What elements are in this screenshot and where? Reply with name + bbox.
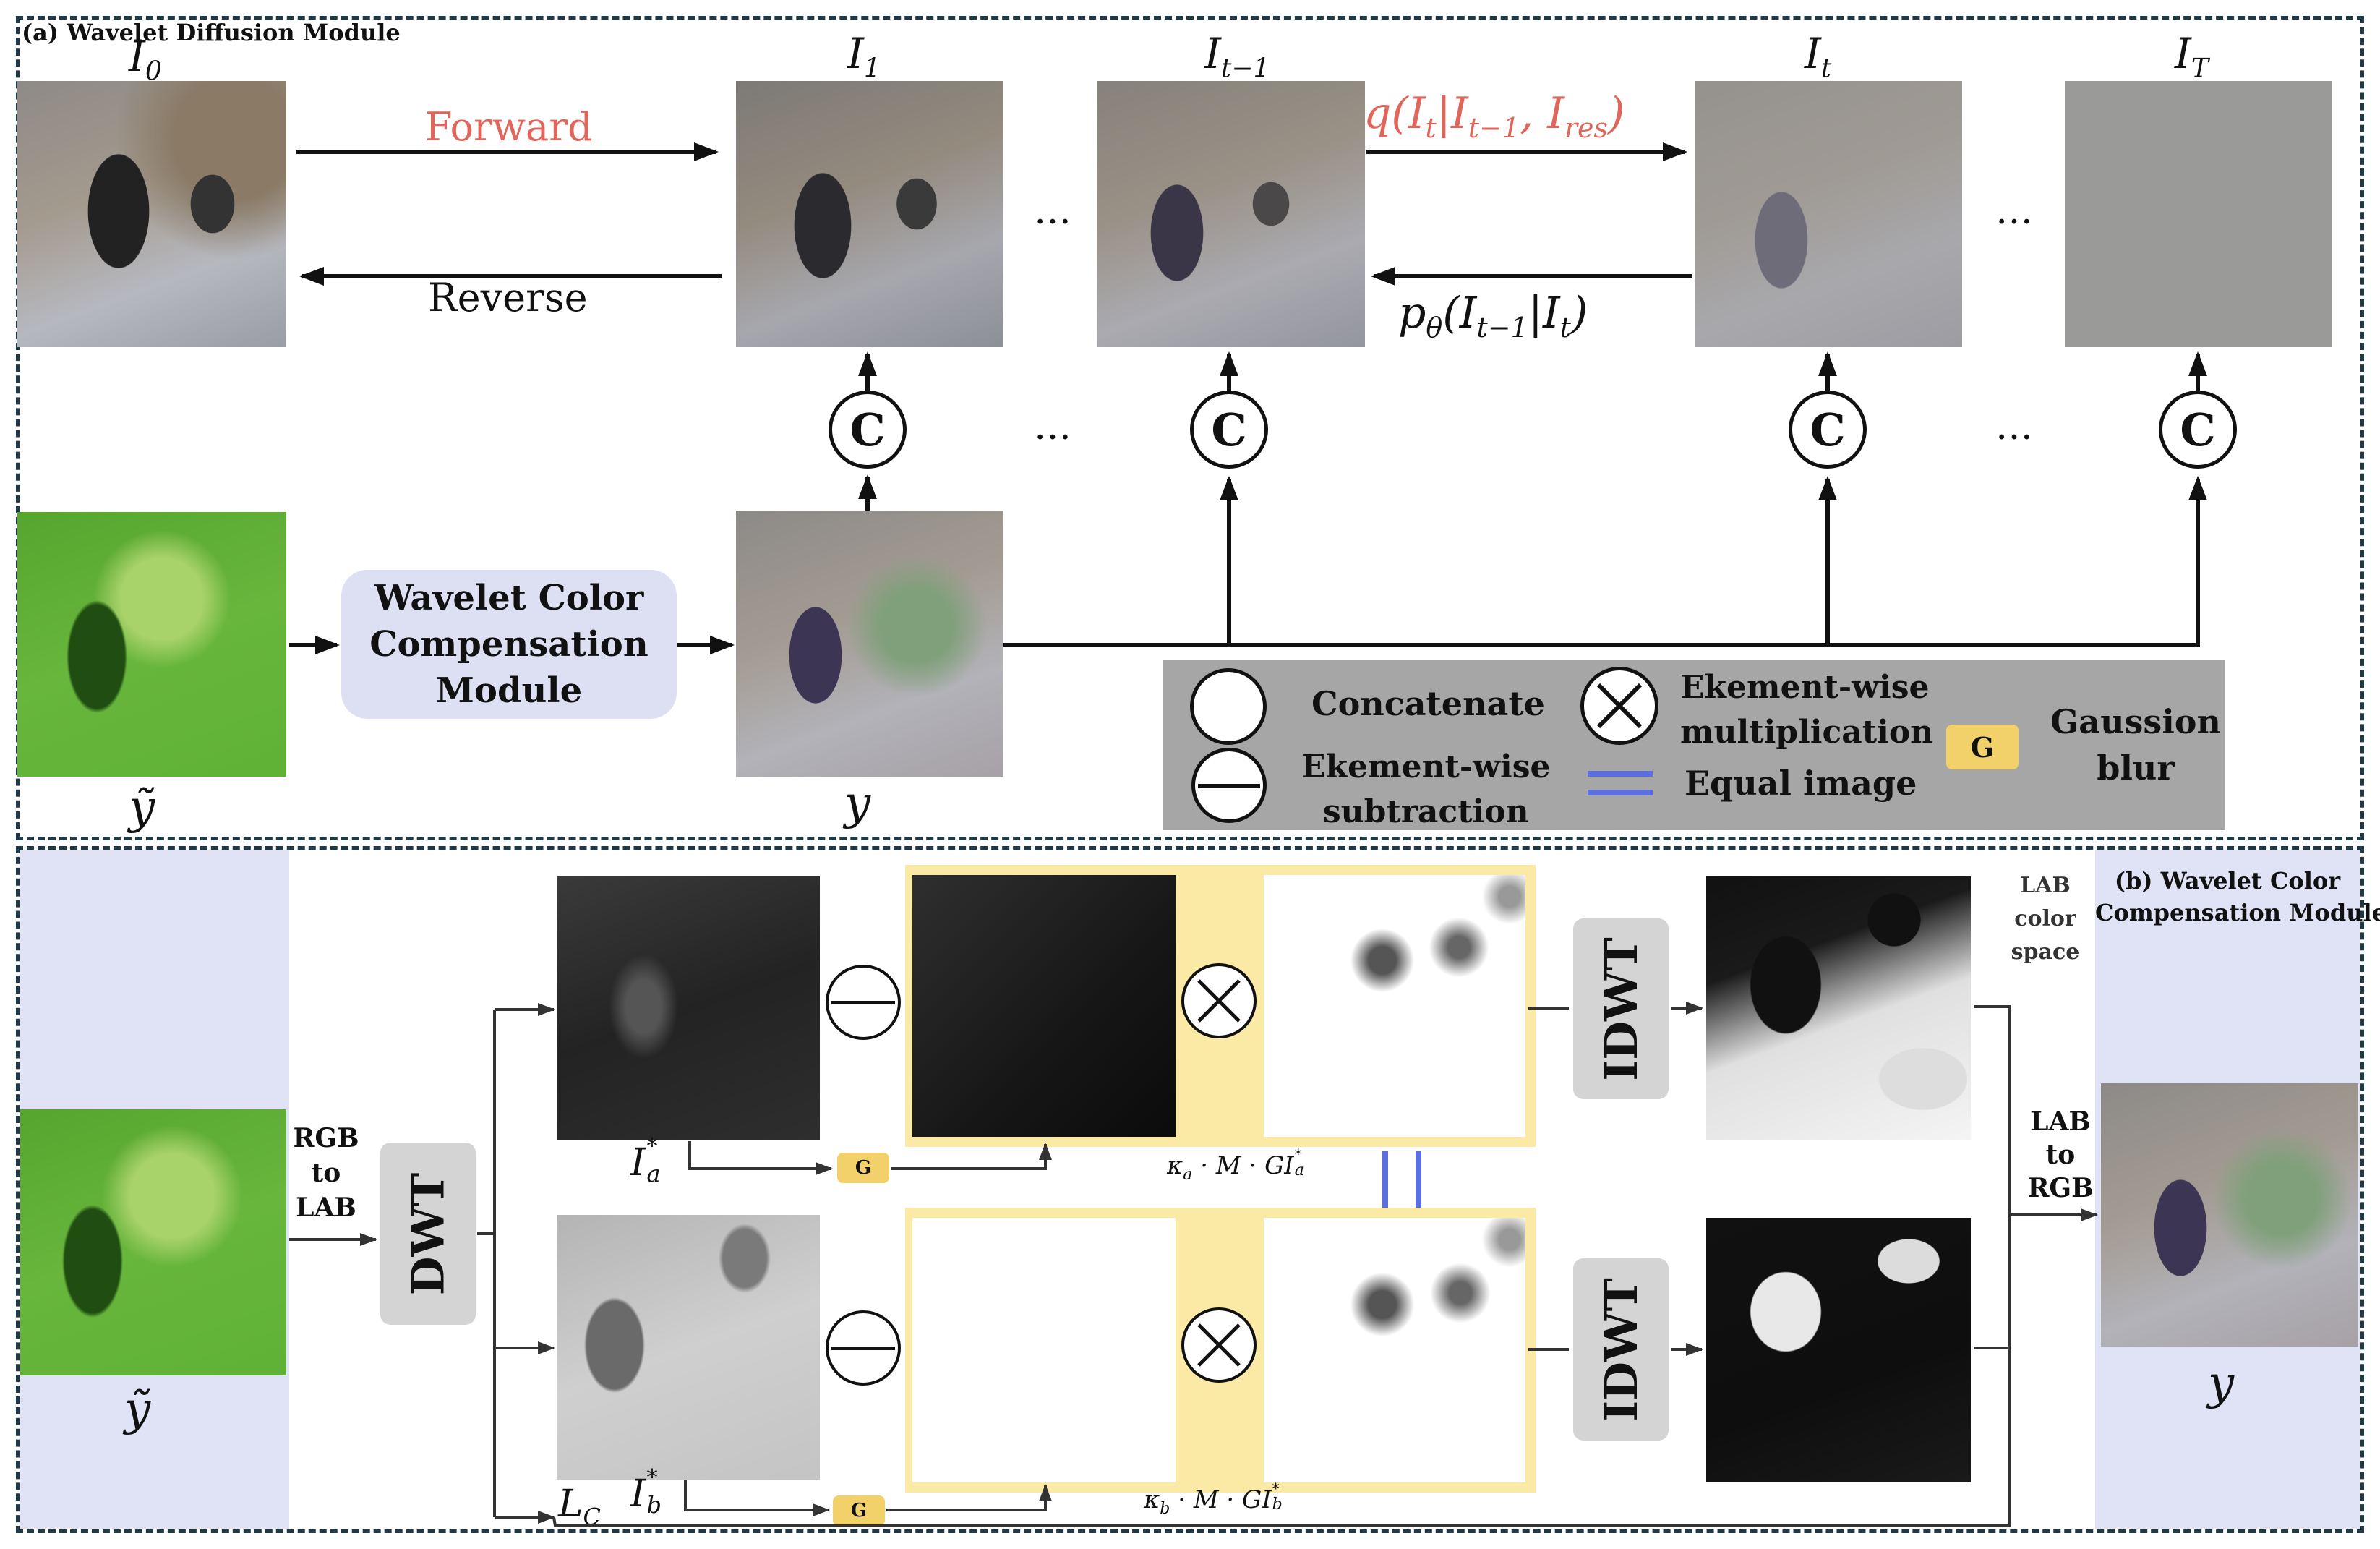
panel-a-wavelet-diffusion [16, 16, 2364, 840]
multiplication-circle-b [1181, 1307, 1257, 1383]
gaussian-box-a: G [837, 1153, 889, 1183]
frame-It-image [1695, 81, 1962, 347]
dark-mask-image-a [912, 875, 1176, 1137]
weight-map-image-b [1264, 1218, 1525, 1482]
frame-label-It: It [1805, 29, 1832, 84]
legend-gaussian-label: Gaussion blur [2050, 702, 2221, 788]
equal-image-mark-right [1416, 1151, 1421, 1212]
wcc-line-3: Module [435, 670, 583, 711]
Ia-star-label: I*a [630, 1134, 661, 1187]
legend-multiplication-label: Ekement-wise multiplication [1680, 669, 1934, 751]
rgb-to-lab-label: RGB to LAB [293, 1123, 359, 1223]
Ib-star-image [557, 1215, 820, 1480]
concat-circle-4: C [2159, 391, 2237, 469]
weight-map-image-a [1264, 875, 1525, 1137]
formula-b: κb · M · GI*b [1144, 1480, 1283, 1518]
gaussian-box-b: G [833, 1495, 885, 1526]
reverse-transition-label: pθ(It−1|It) [1398, 288, 1588, 343]
ellipsis-mid-1: … [1034, 405, 1071, 448]
frame-IT-image [2065, 81, 2332, 347]
panel-b-output-image [2101, 1083, 2358, 1347]
Ib-star-label: I*b [630, 1465, 662, 1519]
frame-It-1-image [1097, 81, 1365, 347]
legend-equal-icon [1588, 771, 1653, 777]
frame-I0-image [17, 81, 286, 347]
legend-box [1163, 660, 2225, 830]
subtraction-circle-b [826, 1310, 901, 1386]
frame-label-IT: IT [2175, 29, 2209, 84]
white-mask-image-b [912, 1218, 1176, 1482]
frame-label-I0: I0 [129, 32, 162, 87]
formula-a: κa · M · GI*a [1167, 1145, 1304, 1184]
concat-circle-3: C [1789, 391, 1867, 469]
legend-gaussian-icon: G [1946, 725, 2019, 769]
lab-channel-image-a [1706, 876, 1971, 1140]
panel-b-input-label: ỹ [124, 1383, 151, 1436]
multiplication-circle-a [1181, 963, 1257, 1038]
ellipsis-mid-2: … [1995, 405, 2033, 448]
reverse-label: Reverse [428, 275, 588, 320]
wcc-line-2: Compensation [369, 624, 648, 665]
wavelet-color-compensation-module-box: Wavelet Color Compensation Module [341, 570, 677, 719]
concat-circle-1: C [829, 391, 907, 469]
idwt-block-a: IDWT [1573, 918, 1669, 1099]
frame-label-I1: I1 [847, 29, 881, 84]
panel-b-input-image [20, 1109, 286, 1375]
legend-equal-image-label: Equal image [1685, 764, 1917, 803]
panel-b-wavelet-color-compensation [16, 846, 2364, 1533]
frame-I1-image [736, 81, 1003, 347]
input-green-image [17, 512, 286, 777]
lab-to-rgb-label: LAB to RGB [2027, 1106, 2094, 1203]
legend-subtraction-label: Ekement-wise subtraction [1301, 748, 1551, 830]
forward-label: Forward [425, 104, 593, 150]
lab-channel-image-b [1706, 1218, 1971, 1482]
dwt-block: DWT [380, 1143, 476, 1325]
forward-transition-label: q(It|It−1, Ires) [1364, 88, 1625, 144]
output-y-image [736, 511, 1003, 777]
output-label-y: y [844, 777, 871, 830]
frame-label-It-1: It−1 [1204, 29, 1270, 84]
panel-a-title: (a) Wavelet Diffusion Module [22, 19, 401, 46]
subtraction-circle-a [826, 965, 901, 1040]
panel-b-title: (b) Wavelet Color Compensation Module [2095, 867, 2380, 926]
input-label-ytilde: ỹ [129, 781, 155, 835]
ellipsis-top-1: … [1034, 189, 1071, 233]
wcc-line-1: Wavelet Color [374, 578, 644, 618]
Lc-label: LC [558, 1482, 602, 1531]
lab-color-space-label: LAB color space [2011, 873, 2080, 965]
equal-image-mark-left [1382, 1151, 1388, 1212]
legend-concatenate-label: Concatenate [1311, 684, 1545, 723]
legend-subtraction-icon [1191, 748, 1267, 823]
legend-concat-icon [1190, 668, 1267, 745]
legend-multiplication-icon [1580, 667, 1658, 745]
legend-equal-icon-line2 [1588, 790, 1653, 795]
Ia-star-image [557, 876, 820, 1140]
ellipsis-top-2: … [1995, 189, 2033, 233]
concat-circle-2: C [1190, 391, 1268, 469]
idwt-block-b: IDWT [1573, 1258, 1669, 1441]
panel-b-output-label: y [2208, 1357, 2235, 1410]
